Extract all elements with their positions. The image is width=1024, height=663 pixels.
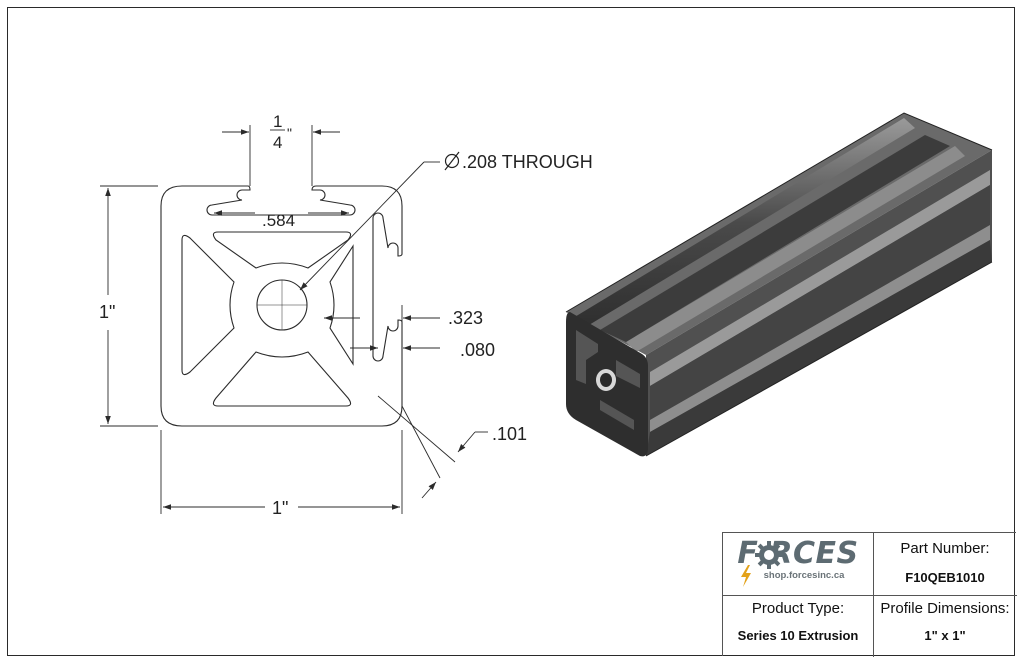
drawing-frame <box>7 7 1015 656</box>
profile-dimensions-value: 1" x 1" <box>924 628 966 643</box>
dim-080-label: .080 <box>460 340 495 360</box>
cavity-bottom <box>212 351 352 407</box>
profile-dimensions-label: Profile Dimensions: <box>880 600 1010 617</box>
gear-icon <box>755 541 784 569</box>
hole-diameter-label: .208 THROUGH <box>462 152 593 172</box>
slot-width-numerator: 1 <box>273 112 282 131</box>
dim-101-label: .101 <box>492 424 527 444</box>
title-block: F RCES shop.forcesinc.ca <box>722 532 1017 657</box>
extrusion-3d-render <box>565 112 993 457</box>
cavity-right <box>329 244 354 366</box>
profile-cross-section <box>160 185 403 427</box>
slot-width-denominator: 4 <box>273 133 282 152</box>
height-label: 1" <box>99 302 115 322</box>
dim-584-label: .584 <box>262 211 295 230</box>
width-label: 1" <box>272 498 288 518</box>
lightning-bolt-icon <box>741 565 752 587</box>
cavity-left <box>181 234 235 376</box>
company-logo: F RCES shop.forcesinc.ca <box>723 539 873 595</box>
slot-width-unit: " <box>287 125 292 141</box>
logo-url: shop.forcesinc.ca <box>763 570 845 581</box>
dimensions <box>100 125 488 514</box>
diameter-icon <box>444 151 460 171</box>
dim-323-label: .323 <box>448 308 483 328</box>
profile-outline <box>160 185 403 427</box>
product-type-value: Series 10 Extrusion <box>737 628 859 643</box>
part-number-label: Part Number: <box>900 540 990 557</box>
cavity-top <box>212 231 352 269</box>
part-number-value: F10QEB1010 <box>905 570 985 585</box>
product-type-label: Product Type: <box>751 600 845 617</box>
